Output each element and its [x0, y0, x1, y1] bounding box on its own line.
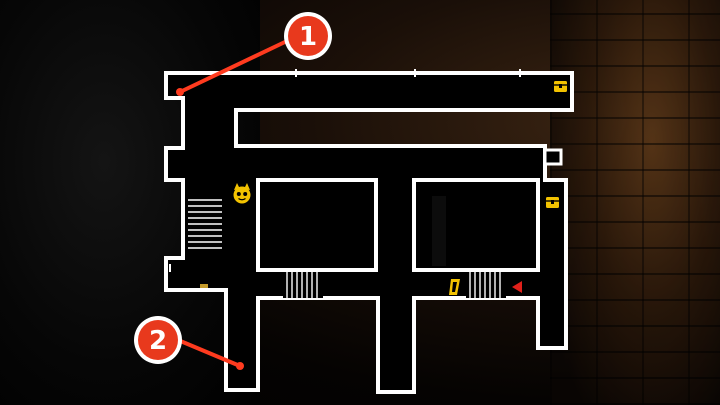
callout-number-1: 1: [299, 22, 317, 52]
map-alcove: [543, 148, 563, 166]
shadow-silhouette: [432, 196, 446, 266]
stairs-icon: [283, 272, 323, 298]
map-door-marker: [200, 284, 208, 288]
callout-line-2: [176, 338, 242, 368]
stairs-icon: [188, 196, 222, 254]
callout-number-2: 2: [149, 326, 167, 356]
treasure-chest-icon[interactable]: [546, 197, 559, 208]
callout-marker-2: 2: [134, 316, 182, 364]
callout-dot-2: [236, 362, 244, 370]
save-point-icon[interactable]: [449, 279, 460, 295]
map-rooms: [164, 71, 574, 394]
player-position-icon: [233, 183, 251, 204]
shadow-enemy-icon: [512, 281, 522, 293]
callout-dot-1: [176, 88, 184, 96]
map-doors: [169, 69, 521, 272]
callout-line-1: [178, 39, 289, 94]
background-brick-wall: [550, 0, 720, 405]
treasure-chest-icon[interactable]: [554, 81, 567, 92]
callout-marker-1: 1: [284, 12, 332, 60]
stairs-icon: [466, 272, 506, 298]
